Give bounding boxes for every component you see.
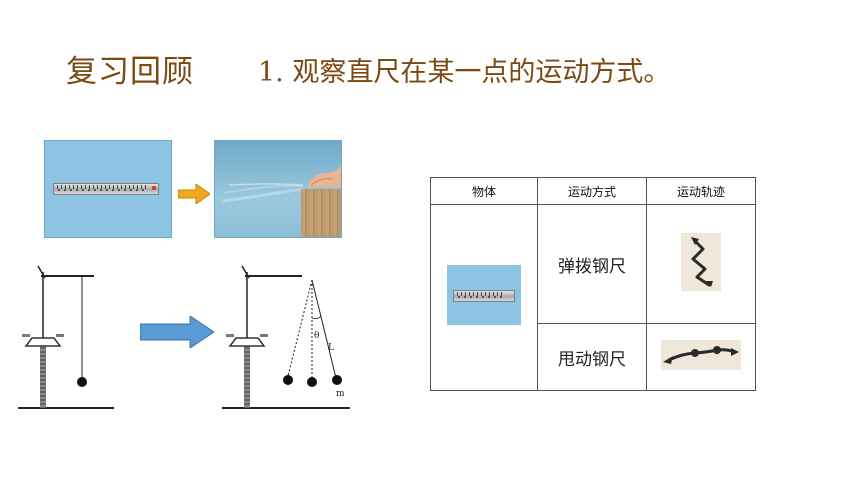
header-trace: 运动轨迹 <box>646 177 756 205</box>
trace-cell <box>646 323 756 391</box>
pendulum-swing-figure: θ L m <box>222 265 350 409</box>
page-title: 复习回顾 <box>66 54 194 90</box>
header-motion: 运动方式 <box>537 177 647 205</box>
orange-arrow-icon <box>178 184 210 204</box>
header-object: 物体 <box>430 177 538 205</box>
angle-label: θ <box>314 331 319 341</box>
pendulum-rest-figure <box>18 265 114 409</box>
table-row: 弹拨钢尺 <box>430 203 756 391</box>
zigzag-trace-icon <box>681 232 721 291</box>
table-row: 甩动钢尺 <box>431 323 756 391</box>
blue-arrow-icon <box>140 316 214 348</box>
steel-ruler-photo-icon <box>447 265 521 325</box>
vibrating-ruler-photo <box>214 140 342 238</box>
motion-cell: 甩动钢尺 <box>537 323 647 391</box>
mass-label: m <box>336 389 345 399</box>
swing-trace-icon <box>661 339 741 370</box>
motion-cell: 弹拨钢尺 <box>537 203 647 325</box>
trace-cell <box>646 203 756 325</box>
vibrating-ruler-illustration <box>222 161 341 237</box>
ruler-photo <box>44 140 172 238</box>
table-header-row: 物体 运动方式 运动轨迹 <box>430 177 756 205</box>
page-subtitle: 1. 观察直尺在某一点的运动方式。 <box>258 57 671 88</box>
length-label: L <box>328 343 334 353</box>
steel-ruler-icon <box>53 183 159 195</box>
motion-table: 物体 运动方式 运动轨迹 弹拨钢尺 甩动钢尺 <box>430 177 756 391</box>
object-cell <box>430 204 538 391</box>
